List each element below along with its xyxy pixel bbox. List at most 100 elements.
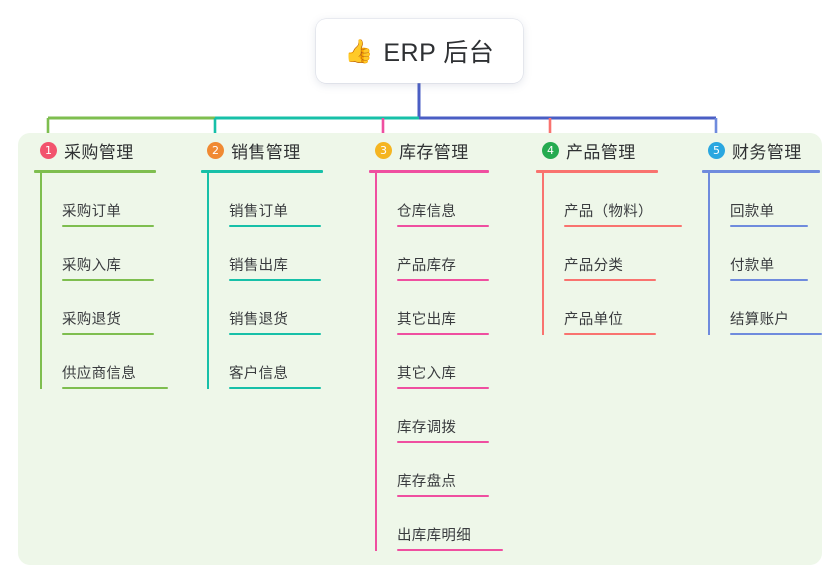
leaf-item[interactable]: 销售退货 — [207, 281, 355, 335]
leaf-item-label: 产品分类 — [564, 258, 624, 274]
leaf-item-label: 采购入库 — [62, 258, 122, 274]
branch-header-5[interactable]: 5 财务管理 — [686, 133, 839, 167]
leaf-item[interactable]: 结算账户 — [708, 281, 839, 335]
leaf-item[interactable]: 产品库存 — [375, 227, 523, 281]
leaf-item-label: 库存盘点 — [397, 474, 457, 490]
leaf-item-label: 付款单 — [730, 258, 775, 274]
leaf-item-label: 其它入库 — [397, 366, 457, 382]
branch-title-3: 库存管理 — [399, 142, 469, 162]
leaf-item[interactable]: 客户信息 — [207, 335, 355, 389]
leaf-item-label: 产品库存 — [397, 258, 457, 274]
leaf-item-label: 采购订单 — [62, 204, 122, 220]
leaf-item[interactable]: 其它入库 — [375, 335, 523, 389]
branch-column-5: 5 财务管理回款单付款单结算账户 — [686, 133, 839, 335]
leaf-item[interactable]: 采购订单 — [40, 173, 188, 227]
branch-badge-2: 2 — [207, 141, 224, 159]
leaf-item[interactable]: 回款单 — [708, 173, 839, 227]
branch-badge-4: 4 — [542, 141, 559, 159]
leaf-item-underline — [62, 225, 154, 227]
leaf-item[interactable]: 产品单位 — [542, 281, 690, 335]
branch-items-4: 产品（物料） 产品分类产品单位 — [520, 173, 690, 335]
leaf-item[interactable]: 出库库明细 — [375, 497, 523, 551]
leaf-item[interactable]: 销售订单 — [207, 173, 355, 227]
leaf-item-underline — [62, 333, 154, 335]
leaf-item-label: 结算账户 — [730, 312, 790, 328]
leaf-item[interactable]: 仓库信息 — [375, 173, 523, 227]
branch-spine-5 — [708, 173, 710, 335]
branch-title-4: 产品管理 — [566, 142, 636, 162]
leaf-item-underline — [397, 549, 503, 551]
branch-underline-3 — [369, 170, 489, 173]
leaf-item-label: 客户信息 — [229, 366, 289, 382]
branch-header-4[interactable]: 4 产品管理 — [520, 133, 690, 167]
leaf-item-underline — [229, 333, 321, 335]
leaf-item-label: 产品单位 — [564, 312, 624, 328]
leaf-item-underline — [730, 279, 808, 281]
leaf-item-label: 采购退货 — [62, 312, 122, 328]
branch-items-3: 仓库信息产品库存其它出库其它入库库存调拨库存盘点出库库明细 — [353, 173, 523, 551]
leaf-item-underline — [62, 279, 154, 281]
branch-header-3[interactable]: 3 库存管理 — [353, 133, 523, 167]
leaf-item[interactable]: 销售出库 — [207, 227, 355, 281]
leaf-item-underline — [229, 387, 321, 389]
branch-spine-2 — [207, 173, 209, 389]
leaf-item-label: 销售出库 — [229, 258, 289, 274]
leaf-item[interactable]: 付款单 — [708, 227, 839, 281]
leaf-item[interactable]: 库存盘点 — [375, 443, 523, 497]
branch-badge-3: 3 — [375, 141, 392, 159]
branch-column-2: 2 销售管理销售订单销售出库销售退货客户信息 — [185, 133, 355, 389]
leaf-item-underline — [564, 279, 656, 281]
branch-badge-1: 1 — [40, 141, 57, 159]
leaf-item-label: 销售退货 — [229, 312, 289, 328]
branch-underline-5 — [702, 170, 820, 173]
branch-column-1: 1 采购管理采购订单采购入库采购退货供应商信息 — [18, 133, 188, 389]
leaf-item-label: 出库库明细 — [397, 528, 471, 544]
leaf-item[interactable]: 采购退货 — [40, 281, 188, 335]
branch-spine-1 — [40, 173, 42, 389]
branch-items-2: 销售订单销售出库销售退货客户信息 — [185, 173, 355, 389]
leaf-item[interactable]: 产品分类 — [542, 227, 690, 281]
leaf-item-label: 供应商信息 — [62, 366, 136, 382]
leaf-item-label: 库存调拨 — [397, 420, 457, 436]
leaf-item-underline — [397, 495, 489, 497]
branch-header-1[interactable]: 1 采购管理 — [18, 133, 188, 167]
leaf-item[interactable]: 采购入库 — [40, 227, 188, 281]
branch-header-2[interactable]: 2 销售管理 — [185, 133, 355, 167]
branch-column-3: 3 库存管理仓库信息产品库存其它出库其它入库库存调拨库存盘点出库库明细 — [353, 133, 523, 551]
leaf-item-underline — [229, 225, 321, 227]
root-node[interactable]: 👍 ERP 后台 — [316, 19, 523, 83]
leaf-item[interactable]: 产品（物料） — [542, 173, 690, 227]
leaf-item-label: 仓库信息 — [397, 204, 457, 220]
leaf-item-underline — [397, 387, 489, 389]
leaf-item-underline — [229, 279, 321, 281]
branch-column-4: 4 产品管理产品（物料） 产品分类产品单位 — [520, 133, 690, 335]
leaf-item-underline — [397, 225, 489, 227]
leaf-item[interactable]: 库存调拨 — [375, 389, 523, 443]
leaf-item-underline — [397, 441, 489, 443]
leaf-item-label: 产品（物料） — [564, 204, 653, 220]
leaf-item-underline — [564, 225, 682, 227]
leaf-item-label: 其它出库 — [397, 312, 457, 328]
branch-badge-5: 5 — [708, 141, 725, 159]
content-panel — [18, 133, 822, 565]
branch-items-5: 回款单付款单结算账户 — [686, 173, 839, 335]
leaf-item[interactable]: 其它出库 — [375, 281, 523, 335]
branch-underline-4 — [536, 170, 658, 173]
branch-spine-4 — [542, 173, 544, 335]
branch-items-1: 采购订单采购入库采购退货供应商信息 — [18, 173, 188, 389]
branch-title-2: 销售管理 — [231, 142, 301, 162]
leaf-item-underline — [397, 279, 489, 281]
branch-title-1: 采购管理 — [64, 142, 134, 162]
leaf-item-underline — [62, 387, 168, 389]
leaf-item-underline — [564, 333, 656, 335]
branch-underline-1 — [34, 170, 156, 173]
leaf-item-label: 销售订单 — [229, 204, 289, 220]
leaf-item-underline — [730, 225, 808, 227]
branch-spine-3 — [375, 173, 377, 551]
thumbs-up-emoji: 👍 — [344, 37, 374, 64]
leaf-item-underline — [397, 333, 489, 335]
root-node-label: ERP 后台 — [383, 39, 495, 67]
branch-title-5: 财务管理 — [732, 142, 802, 162]
leaf-item-label: 回款单 — [730, 204, 775, 220]
leaf-item[interactable]: 供应商信息 — [40, 335, 188, 389]
